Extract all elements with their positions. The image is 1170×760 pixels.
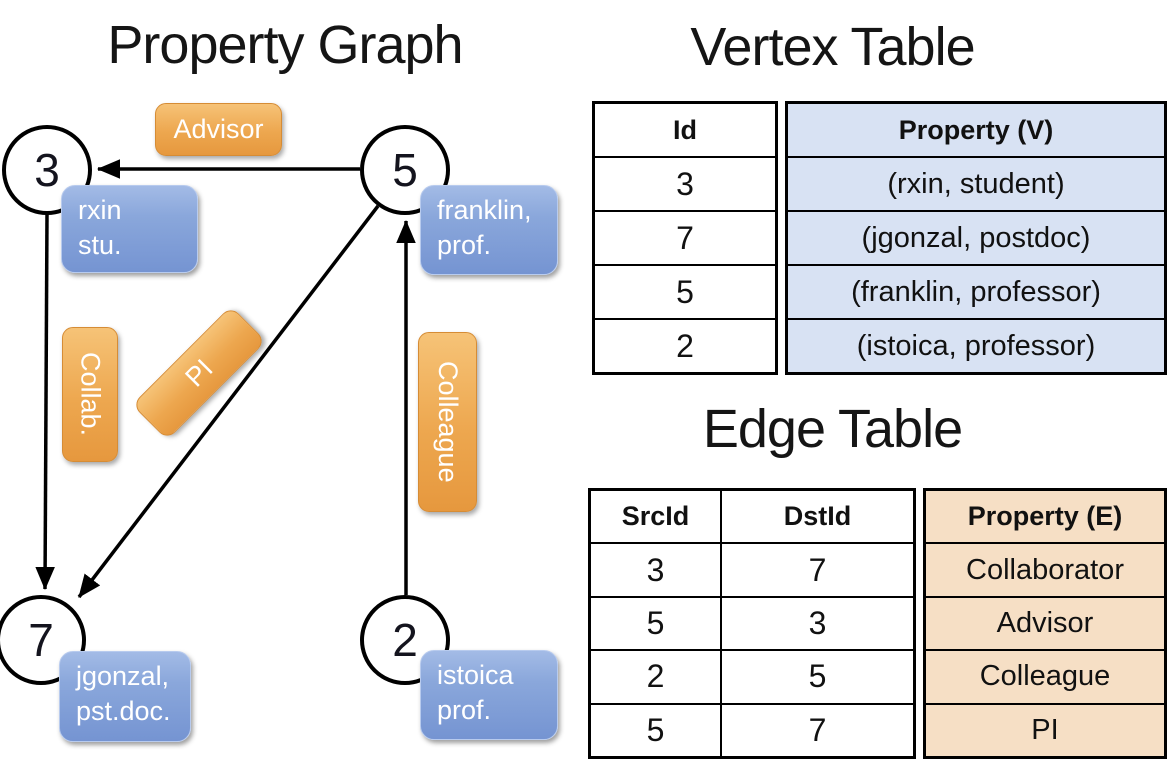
edge-label-pi-text: PI — [179, 353, 219, 393]
edge-table-id-header-row: SrcId DstId — [591, 491, 913, 545]
edge-table-srcid-header: SrcId — [591, 491, 722, 543]
edge-label-collab: Collab. — [62, 327, 118, 462]
vertex-table-property-cell: (istoica, professor) — [856, 329, 1096, 362]
edge-label-collab-text: Collab. — [75, 352, 106, 437]
edge-table-property-cell: PI — [1031, 713, 1059, 746]
vertex-table-property-header: Property (V) — [788, 104, 1164, 158]
vertex-table-property-cell: (franklin, professor) — [788, 266, 1164, 320]
vertex-label-jgonzal: jgonzal, pst.doc. — [59, 651, 191, 742]
vertex-label-franklin-line2: prof. — [437, 230, 492, 260]
edge-table-srcid-cell: 2 — [591, 651, 722, 703]
vertex-label-istoica-line1: istoica — [437, 660, 514, 690]
edge-table-property-header: Property (E) — [926, 491, 1164, 545]
edge-table-srcid-cell: 3 — [591, 544, 722, 596]
vertex-label-jgonzal-line2: pst.doc. — [76, 696, 171, 726]
edge-table-title: Edge Table — [702, 399, 963, 459]
vertex-label-istoica: istoica prof. — [420, 650, 558, 740]
edge-table-id-columns: SrcId DstId 3 7 5 3 2 5 5 7 — [588, 488, 916, 759]
vertex-label-rxin: rxin stu. — [61, 185, 198, 273]
vertex-table-id-cell: 7 — [595, 212, 775, 266]
vertex-table-id-cell: 2 — [676, 327, 694, 364]
node-3-id: 3 — [34, 144, 60, 196]
vertex-label-rxin-line1: rxin — [78, 195, 122, 225]
graph-node-5: 5 — [360, 125, 450, 215]
edge-collab-3-to-7 — [35, 213, 55, 591]
vertex-table-id-cell: 5 — [595, 266, 775, 320]
node-7-id: 7 — [28, 614, 54, 666]
vertex-table-id-column: Id 3 7 5 2 — [592, 101, 778, 375]
vertex-table-property-cell: (rxin, student) — [788, 158, 1164, 212]
edge-table-id-row: 2 5 — [591, 651, 913, 705]
edge-table-property-column: Property (E) Collaborator Advisor Collea… — [923, 488, 1167, 759]
edge-table-srcid-cell: 5 — [591, 597, 722, 650]
node-2-id: 2 — [392, 614, 418, 666]
edge-table-id-row: 5 3 — [591, 597, 913, 652]
node-5-id: 5 — [392, 144, 418, 196]
vertex-table-title: Vertex Table — [690, 17, 975, 77]
vertex-table-property-column: Property (V) (rxin, student) (jgonzal, p… — [785, 101, 1167, 375]
edge-table-dstid-header: DstId — [783, 501, 852, 532]
edge-table-property-cell: Collaborator — [926, 544, 1164, 598]
vertex-table-id-header: Id — [595, 104, 775, 158]
edge-table-dstid-cell: 7 — [808, 551, 827, 588]
property-graph-panel: Property Graph 3 5 7 2 rxin stu. — [0, 0, 570, 760]
edge-table-dstid-cell: 3 — [808, 605, 827, 642]
vertex-label-rxin-line2: stu. — [78, 230, 122, 260]
property-graph-title: Property Graph — [107, 15, 463, 75]
edge-table-srcid-cell: 5 — [591, 704, 722, 757]
edge-table-dstid-cell: 7 — [808, 711, 827, 748]
edge-table-property-cell: Advisor — [926, 598, 1164, 652]
vertex-table-property-cell: (jgonzal, postdoc) — [788, 212, 1164, 266]
edge-table-dstid-cell: 5 — [808, 658, 827, 695]
edge-label-colleague: Colleague — [418, 332, 477, 512]
vertex-label-istoica-line2: prof. — [437, 695, 492, 725]
edge-table-property-cell: Colleague — [926, 651, 1164, 705]
edge-table-id-row: 3 7 — [591, 544, 913, 598]
vertex-table-id-cell: 3 — [595, 158, 775, 212]
edge-label-colleague-text: Colleague — [433, 361, 463, 483]
graph-edges — [35, 159, 416, 599]
edge-table-id-row: 5 7 — [591, 704, 913, 757]
edge-label-advisor-text: Advisor — [173, 114, 264, 144]
vertex-label-franklin: franklin, prof. — [420, 185, 558, 275]
vertex-label-jgonzal-line1: jgonzal, — [76, 661, 170, 691]
edge-pi-5-to-7 — [77, 204, 380, 599]
vertex-label-franklin-line1: franklin, — [437, 195, 532, 225]
edge-label-advisor: Advisor — [155, 103, 282, 156]
